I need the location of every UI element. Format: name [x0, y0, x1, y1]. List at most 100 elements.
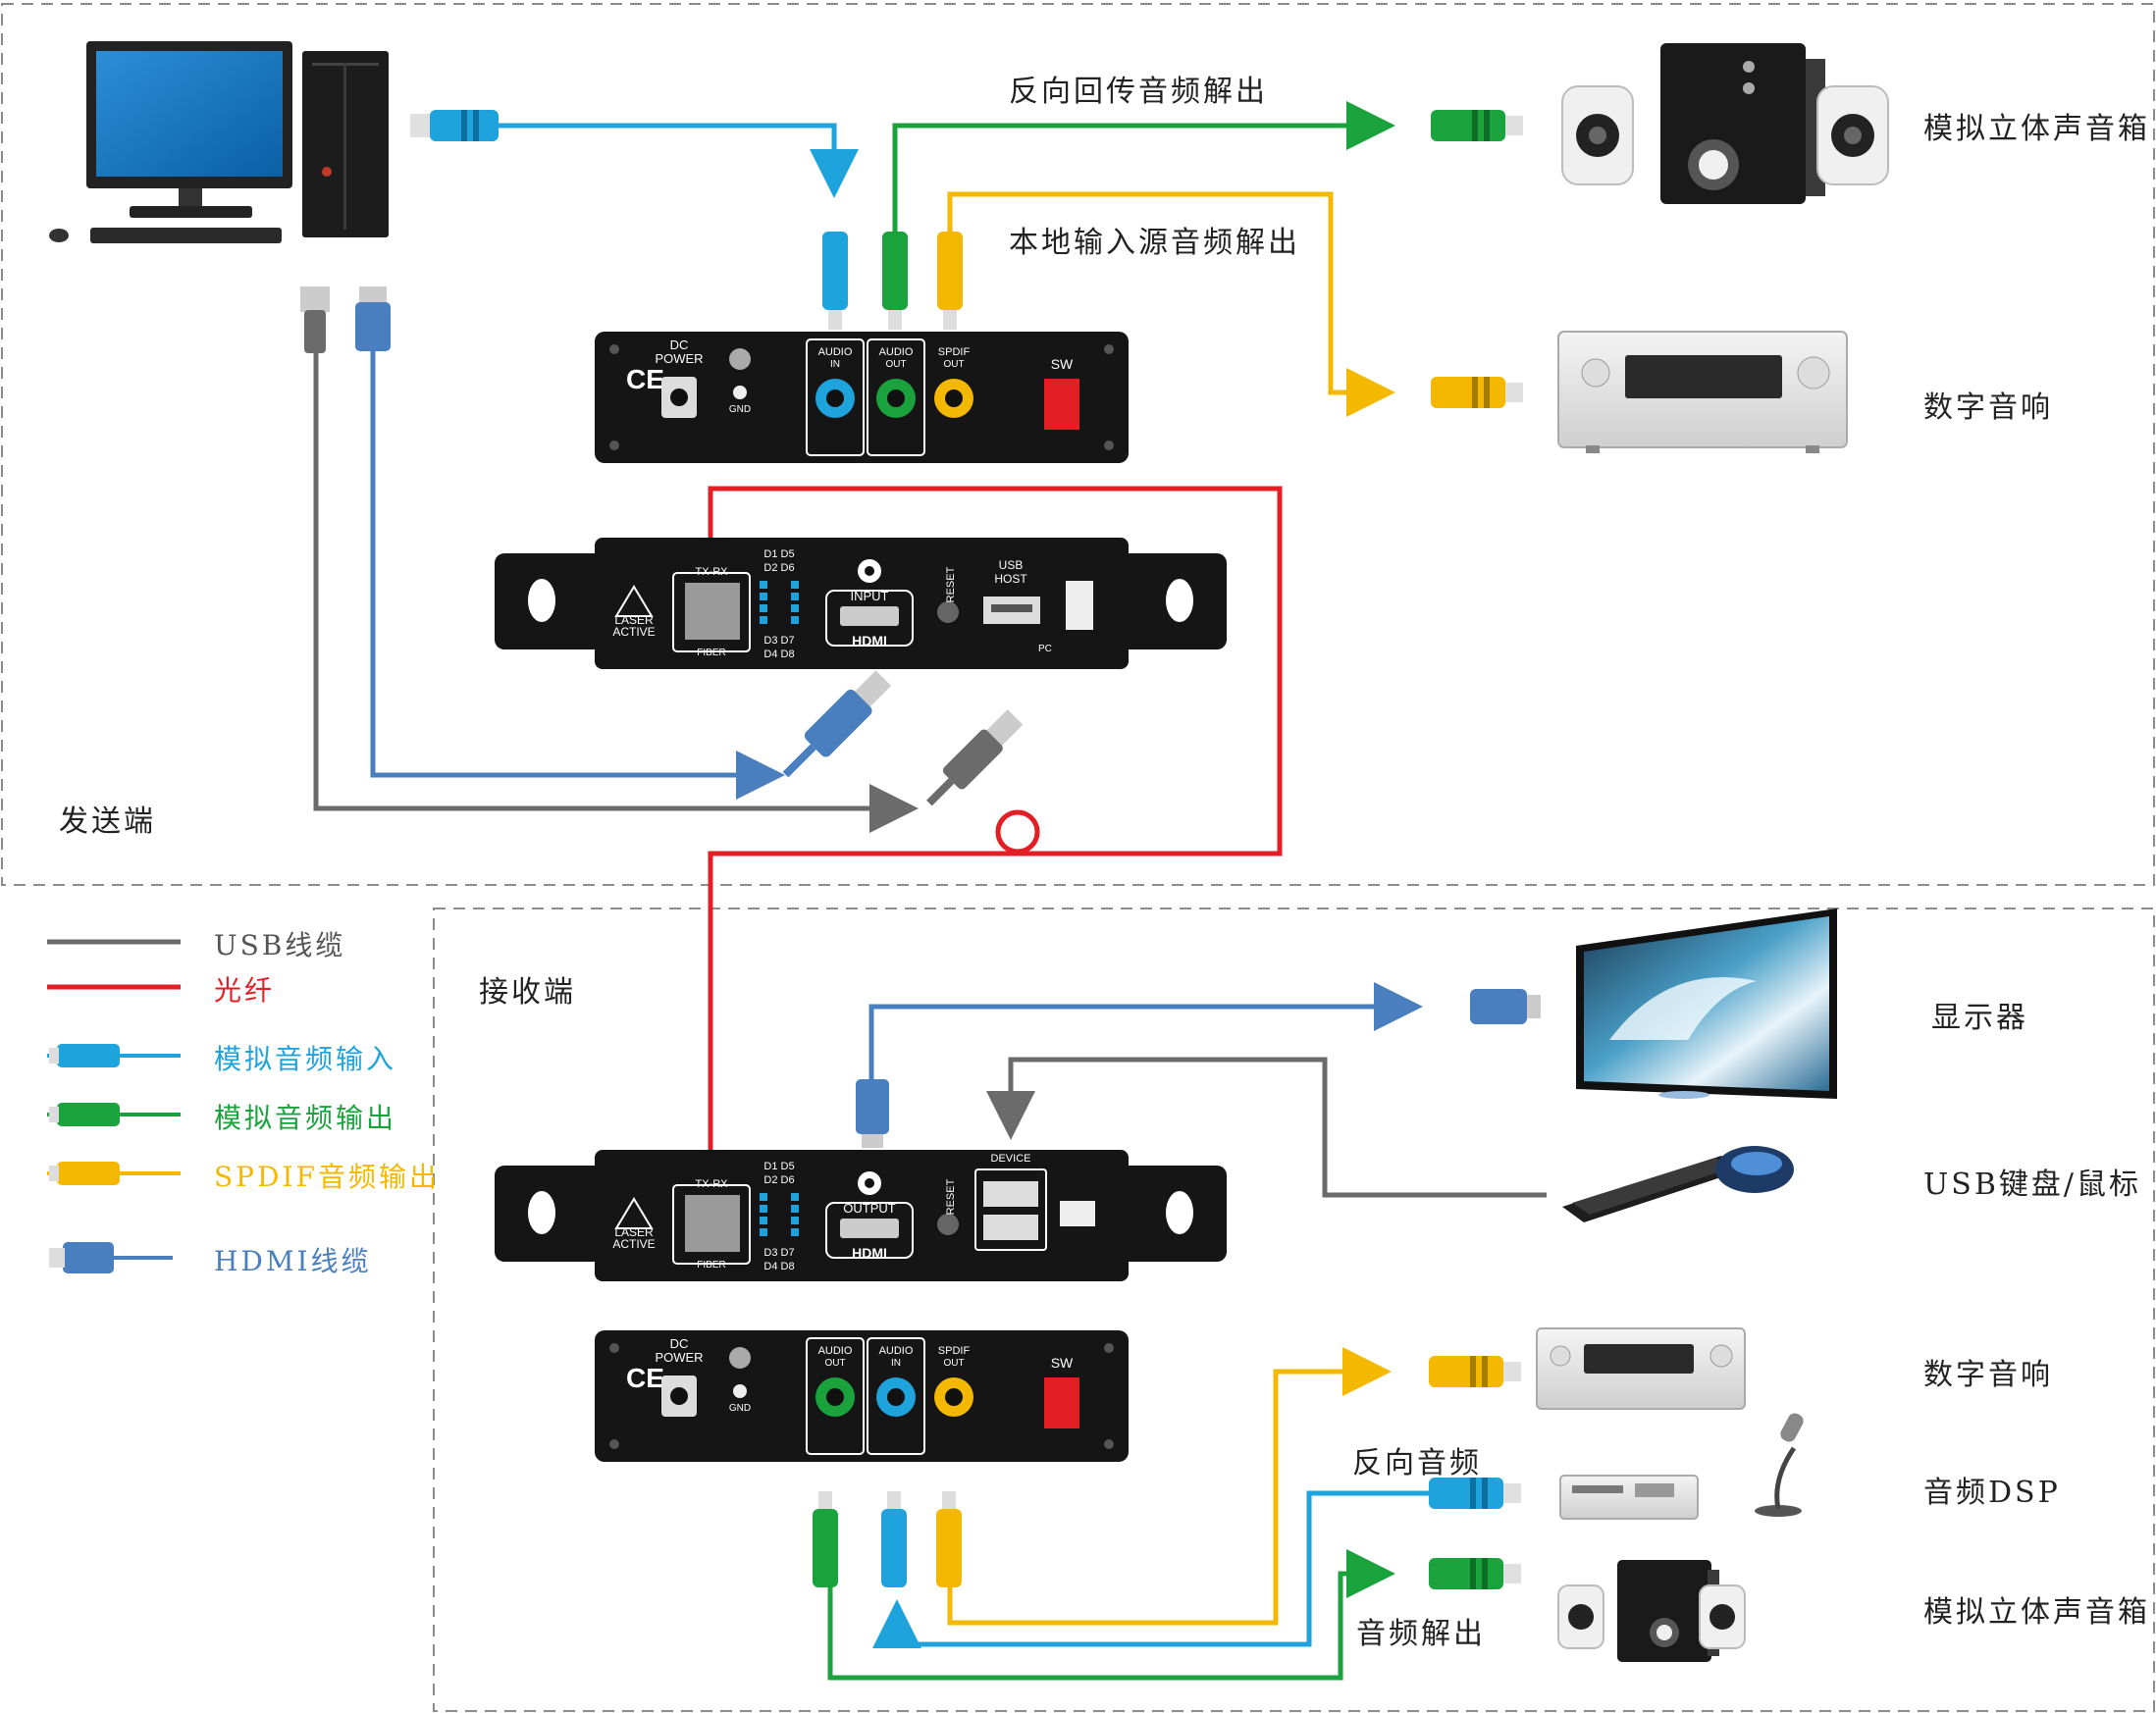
- usb-cable-receiver: [986, 1057, 1547, 1198]
- amp-bottom-label: 数字音响: [1923, 1358, 2053, 1392]
- rx-audio-panel: CE DC POWER GND AUDIO OUT AUDIO IN SPDIF…: [595, 1330, 1129, 1462]
- pc-label: PC: [1038, 644, 1052, 654]
- rx-fiber-label: FIBER: [697, 1260, 725, 1271]
- spdif-plug-amp: [1431, 377, 1523, 408]
- dc-power-label-2: POWER: [655, 351, 703, 366]
- device-label: DEVICE: [991, 1153, 1031, 1165]
- audio-dsp-icon: [1559, 1413, 1804, 1520]
- rx-reset-button[interactable]: [937, 1214, 959, 1235]
- audio-out-label: 音频解出: [1356, 1617, 1486, 1651]
- speakers-top-icon: [1561, 43, 1889, 204]
- display-label: 显示器: [1931, 1001, 2028, 1035]
- led-label-4: D4 D8: [763, 649, 794, 660]
- hdmi-input-port[interactable]: [840, 606, 899, 626]
- rx-hdmi-logo: HDMI: [852, 1245, 887, 1261]
- dsp-label: 音频DSP: [1923, 1476, 2061, 1510]
- rx-sw-label: SW: [1051, 1355, 1074, 1371]
- dc-power-label: DC: [670, 337, 689, 352]
- fiber-cable: [708, 486, 1283, 1166]
- rx-reset-label: RESET: [945, 1178, 957, 1215]
- led-label-2: D2 D6: [763, 562, 794, 574]
- fiber-label: FIBER: [697, 648, 725, 658]
- rx-gnd-label: GND: [729, 1403, 751, 1414]
- rx-spdif-label: SPDIF: [938, 1345, 971, 1357]
- usb-device-port-1[interactable]: [983, 1181, 1038, 1207]
- computer-icon: [49, 41, 389, 243]
- local-audio-label: 本地输入源音频解出: [1009, 226, 1300, 260]
- analog-out-cable-bottom: [827, 1511, 1395, 1681]
- audio-in-label: AUDIO: [818, 346, 853, 358]
- rx-audio-in-label: AUDIO: [879, 1345, 914, 1357]
- keyboard-mouse-label: USB键盘/鼠标: [1923, 1168, 2141, 1202]
- return-audio-label: 反向回传音频解出: [1009, 75, 1268, 109]
- hdmi-output-port[interactable]: [840, 1219, 899, 1238]
- legend-fiber-label: 光纤: [214, 974, 276, 1007]
- amplifier-bottom-icon: [1536, 1327, 1746, 1410]
- rca-plugs-tx: [822, 232, 963, 330]
- rx-dc-power-label: DC: [670, 1336, 689, 1351]
- hdmi-plug-rx: [856, 1079, 889, 1148]
- reset-button[interactable]: [937, 601, 959, 623]
- output-label: OUTPUT: [843, 1201, 896, 1216]
- spdif-plug-amp-bottom: [1429, 1356, 1521, 1387]
- hdmi-logo: HDMI: [852, 633, 887, 649]
- hdmi-cable-sender: [370, 351, 785, 800]
- rx-spdif-label-2: OUT: [943, 1358, 964, 1369]
- legend-spdif-label: SPDIF音频输出: [214, 1161, 440, 1193]
- ce-mark: CE: [626, 364, 664, 394]
- usb-host-label: USB: [999, 558, 1024, 572]
- keyboard-mouse-icon: [1562, 1146, 1794, 1222]
- audio-in-label-2: IN: [830, 359, 840, 370]
- dip-switch[interactable]: [1044, 379, 1079, 430]
- rx-dip-switch[interactable]: [1044, 1377, 1079, 1428]
- laser-label-2: ACTIVE: [612, 625, 655, 639]
- spdif-label-2: OUT: [943, 359, 964, 370]
- sender-zone-border: [1, 3, 2155, 886]
- rx-audio-in-label-2: IN: [891, 1358, 901, 1369]
- rx-fiber-port[interactable]: [685, 1195, 740, 1252]
- reverse-audio-label: 反向音频: [1352, 1446, 1482, 1480]
- amplifier-top-icon: [1557, 331, 1848, 453]
- analog-in-plug-pc: [410, 110, 499, 141]
- hdmi-cable-receiver: [868, 982, 1423, 1079]
- fiber-port[interactable]: [685, 583, 740, 640]
- txrx-label: TX-RX: [696, 566, 729, 578]
- rx-dc-power-label-2: POWER: [655, 1350, 703, 1365]
- rx-audio-out-label: AUDIO: [818, 1345, 853, 1357]
- hdmi-plug-display: [1470, 989, 1541, 1024]
- laser-label: LASER: [614, 613, 654, 627]
- rx-led-label-1: D1 D5: [763, 1161, 794, 1172]
- receiver-zone-border: [433, 908, 2155, 1712]
- rx-audio-out-label-2: OUT: [824, 1358, 845, 1369]
- receiver-zone-label: 接收端: [479, 975, 576, 1010]
- analog-in-plug-dsp: [1429, 1478, 1521, 1509]
- sender-zone-label: 发送端: [59, 805, 156, 839]
- rx-led-label-4: D4 D8: [763, 1261, 794, 1272]
- analog-out-plug-speakers-bottom: [1429, 1558, 1521, 1589]
- rx-laser-label-2: ACTIVE: [612, 1237, 655, 1251]
- rx-led-label-2: D2 D6: [763, 1174, 794, 1186]
- fiber-coil: [995, 809, 1040, 855]
- usb-cable-sender: [313, 353, 919, 833]
- spdif-label: SPDIF: [938, 346, 971, 358]
- usb-host-label-2: HOST: [994, 572, 1027, 586]
- amp-top-label: 数字音响: [1923, 390, 2053, 425]
- audio-out-label-2: OUT: [885, 359, 906, 370]
- legend-hdmi-label: HDMI线缆: [214, 1245, 372, 1277]
- legend-analog-out-label: 模拟音频输出: [214, 1102, 397, 1134]
- analog-out-plug-speakers: [1431, 110, 1523, 141]
- speakers-top-label: 模拟立体声音箱: [1923, 112, 2150, 146]
- usb-device-port-2[interactable]: [983, 1215, 1038, 1240]
- led-label-1: D1 D5: [763, 548, 794, 560]
- analog-in-cable-bottom: [872, 1490, 1429, 1648]
- rx-ce-mark: CE: [626, 1363, 664, 1393]
- tx-main-panel: LASER ACTIVE TX-RX FIBER D1 D5 D2 D6 D3 …: [495, 538, 1227, 669]
- gnd-label: GND: [729, 404, 751, 415]
- usb-plug-pc: [300, 286, 330, 353]
- input-label: INPUT: [851, 589, 889, 603]
- audio-out-label: AUDIO: [879, 346, 914, 358]
- rx-main-panel: LASER ACTIVE TX-RX FIBER D1 D5 D2 D6 D3 …: [495, 1150, 1227, 1281]
- legend-swatches: [47, 939, 181, 1273]
- hdmi-plug-pc: [355, 286, 391, 351]
